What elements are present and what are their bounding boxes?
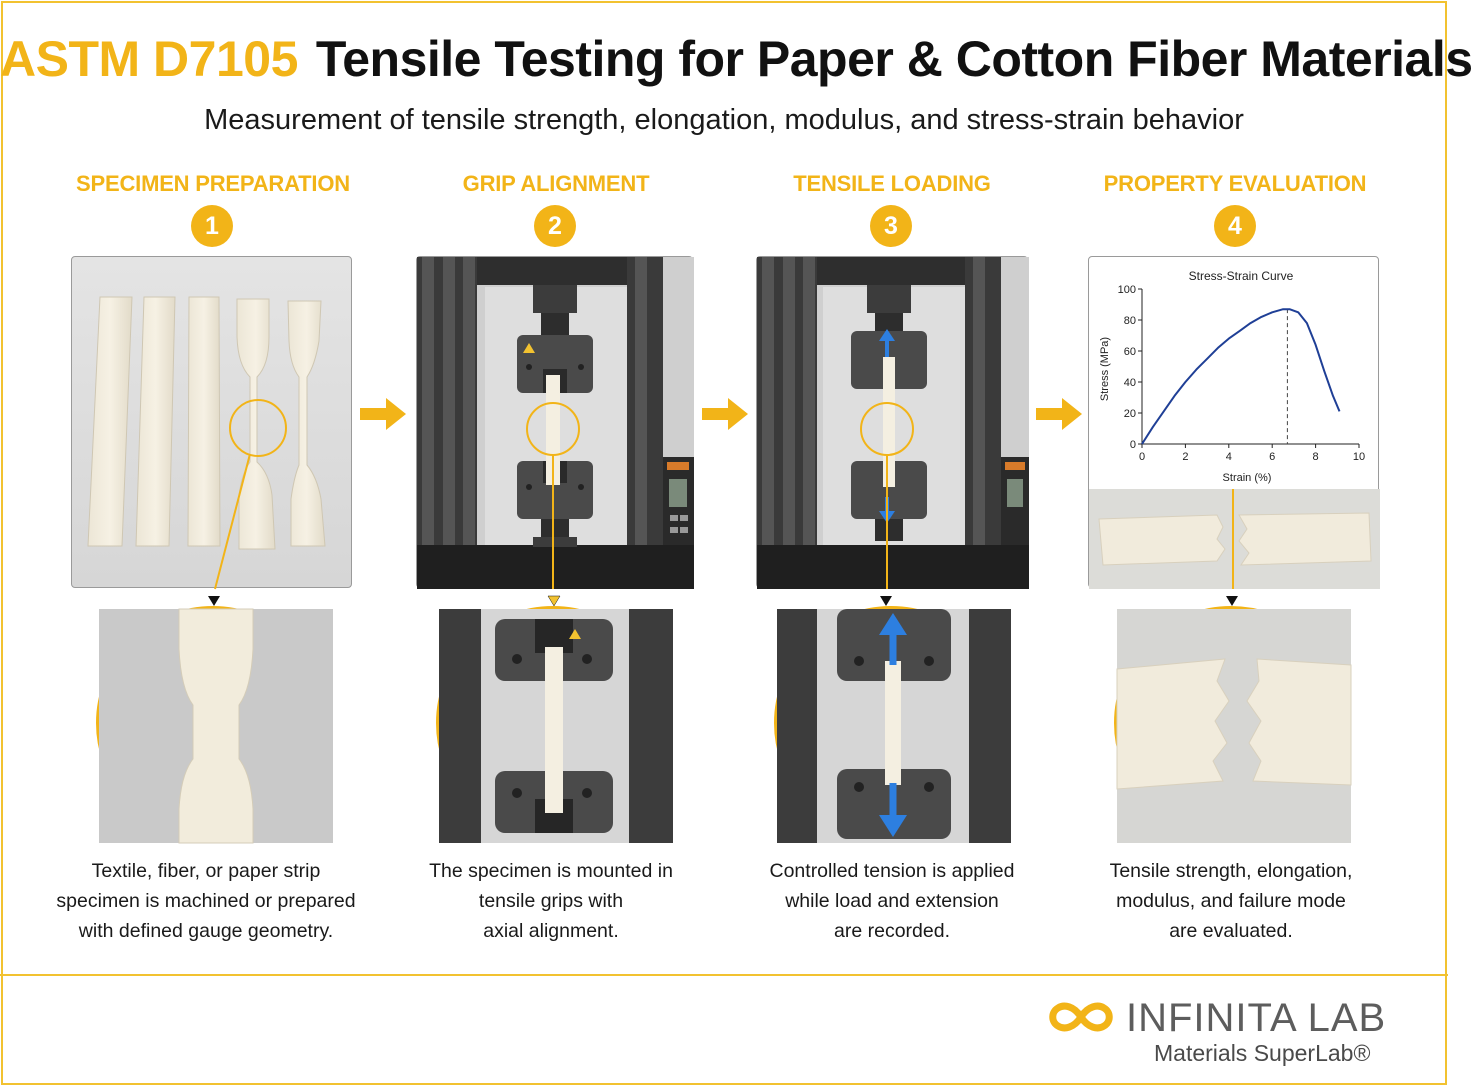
caption-line: The specimen is mounted in	[429, 860, 673, 882]
specimen-preparation-panel	[71, 256, 352, 590]
fracture-zoom-circle	[1114, 606, 1352, 843]
y-tick-label: 0	[1130, 439, 1136, 451]
grip-alignment-panel	[416, 256, 694, 589]
chart-title: Stress-Strain Curve	[1189, 269, 1294, 283]
page-title: ASTM D7105 Tensile Testing for Paper & Co…	[0, 30, 1473, 88]
caption-line: axial alignment.	[483, 920, 619, 942]
standard-code: ASTM D7105	[0, 31, 298, 87]
caption-line: are recorded.	[834, 920, 950, 942]
x-tick-label: 2	[1182, 451, 1188, 463]
y-tick-label: 80	[1124, 315, 1136, 327]
arrow-right-icon	[1036, 398, 1082, 430]
dogbone-zoom-illustration	[99, 608, 333, 844]
tensile-loading-illustration	[757, 257, 1029, 589]
tensile-machine-illustration	[417, 257, 694, 589]
step-2-caption: The specimen is mounted in tensile grips …	[386, 856, 716, 946]
x-tick-label: 6	[1269, 451, 1275, 463]
caption-line: Textile, fiber, or paper strip	[91, 860, 321, 882]
y-tick-label: 20	[1124, 408, 1136, 420]
loading-zoom-illustration	[777, 609, 1011, 843]
step-4-caption: Tensile strength, elongation, modulus, an…	[1066, 856, 1396, 946]
x-tick-label: 4	[1226, 451, 1232, 463]
brand-tagline: Materials SuperLab®	[1154, 1040, 1371, 1066]
specimen-zoom-circle	[96, 606, 333, 844]
y-tick-label: 40	[1124, 377, 1136, 389]
caption-line: with defined gauge geometry.	[78, 920, 334, 942]
y-tick-label: 60	[1124, 346, 1136, 358]
loading-zoom-circle	[774, 606, 1011, 843]
step-3-title: TENSILE LOADING	[793, 171, 991, 196]
caption-line: Tensile strength, elongation,	[1109, 860, 1353, 882]
caption-line: modulus, and failure mode	[1116, 890, 1346, 912]
brand-logo: INFINITA LAB	[1046, 996, 1406, 1040]
property-evaluation-panel: Stress-Strain Curve Stress (MPa) Strain …	[1088, 256, 1380, 589]
step-3-badge: 3	[870, 205, 912, 247]
grip-zoom-illustration	[439, 609, 673, 843]
caption-line: tensile grips with	[478, 890, 624, 912]
y-tick-label: 100	[1118, 284, 1136, 296]
arrow-right-icon	[702, 398, 748, 430]
stress-strain-series-line	[1141, 308, 1341, 445]
arrow-right-icon	[360, 398, 406, 430]
infinity-icon	[1049, 1002, 1113, 1032]
caption-line: specimen is machined or prepared	[56, 890, 356, 912]
stress-strain-chart: Stress-Strain Curve Stress (MPa) Strain …	[1089, 269, 1380, 589]
step-2-title: GRIP ALIGNMENT	[462, 171, 650, 196]
grip-zoom-circle	[436, 606, 673, 843]
caption-line: are evaluated.	[1169, 920, 1293, 942]
x-tick-label: 10	[1353, 451, 1365, 463]
step-1-badge: 1	[191, 205, 233, 247]
step-4-badge: 4	[1214, 205, 1256, 247]
step-1-title: SPECIMEN PREPARATION	[76, 171, 350, 196]
title-text: Tensile Testing for Paper & Cotton Fiber…	[315, 31, 1473, 87]
step-3-caption: Controlled tension is applied while load …	[727, 856, 1057, 946]
chart-y-label: Stress (MPa)	[1099, 337, 1111, 401]
x-tick-label: 0	[1139, 451, 1145, 463]
caption-line: while load and extension	[785, 890, 999, 912]
brand-name: INFINITA LAB	[1126, 996, 1387, 1040]
footer-divider	[0, 974, 1448, 976]
caption-line: Controlled tension is applied	[769, 860, 1015, 882]
page-subtitle: Measurement of tensile strength, elongat…	[204, 104, 1244, 136]
tensile-loading-panel	[756, 256, 1029, 589]
connector-pointers	[208, 595, 1238, 607]
fracture-zoom-illustration	[1116, 609, 1352, 843]
step-1-caption: Textile, fiber, or paper strip specimen i…	[41, 856, 371, 946]
step-2-badge: 2	[534, 205, 576, 247]
chart-x-label: Strain (%)	[1223, 472, 1272, 484]
specimen-strips-illustration	[87, 296, 326, 590]
x-tick-label: 8	[1313, 451, 1319, 463]
page-frame	[1, 1, 1447, 1085]
step-4-title: PROPERTY EVALUATION	[1103, 171, 1367, 196]
